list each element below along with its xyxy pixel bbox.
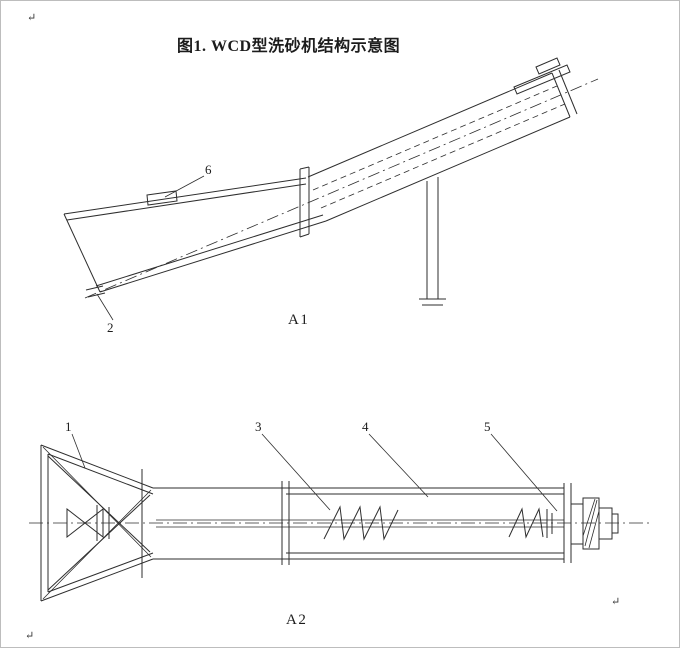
a1-support-leg	[419, 177, 446, 306]
a1-centerline	[84, 78, 599, 299]
a2-hopper	[40, 444, 154, 602]
callout-3-leader	[261, 433, 331, 511]
a1-view-label: A1	[288, 312, 309, 328]
callout-6-label: 6	[205, 162, 212, 177]
a1-feed-trough	[63, 177, 327, 298]
paragraph-mark-bottom-icon: ↵	[25, 630, 34, 642]
callout-6-leader	[164, 175, 205, 198]
a2-section-view	[29, 433, 649, 602]
a2-drive-unit	[570, 497, 619, 550]
figure-title: 图1. WCD型洗砂机结构示意图	[177, 36, 400, 55]
callout-2-label: 2	[107, 320, 114, 335]
callout-4-leader	[368, 433, 429, 498]
callout-5-leader	[490, 433, 558, 512]
callout-4-label: 4	[362, 419, 369, 434]
a1-flange-plate	[299, 166, 310, 238]
callout-1-leader	[71, 433, 86, 469]
a2-view-label: A2	[286, 612, 307, 628]
a1-drive-cover	[513, 57, 571, 95]
a1-cylinder-body	[307, 69, 578, 222]
a2-impeller	[66, 505, 110, 541]
callout-5-label: 5	[484, 419, 491, 434]
paragraph-mark-top-icon: ↵	[27, 12, 36, 24]
a1-part6-box	[146, 190, 178, 206]
callout-3-label: 3	[255, 419, 262, 434]
a1-side-view	[63, 57, 599, 321]
a2-screw-flights	[323, 505, 553, 541]
paragraph-mark-right-icon: ↵	[611, 596, 620, 608]
callout-1-label: 1	[65, 419, 72, 434]
callout-2-leader	[96, 293, 114, 321]
